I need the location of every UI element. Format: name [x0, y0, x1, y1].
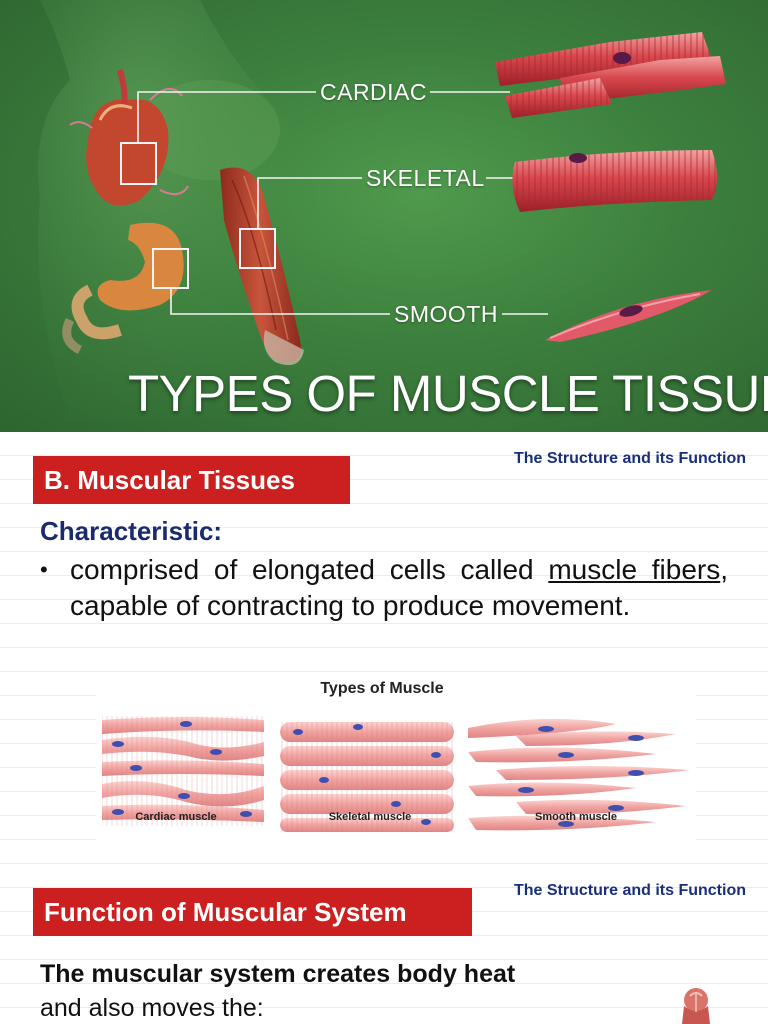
cardiac-muscle-cells [102, 716, 264, 826]
hero-banner: CARDIAC SKELETAL SMOOTH TYPES OF MUSCLE … [0, 0, 768, 432]
section-title: B. Muscular Tissues [44, 464, 295, 495]
figure-title: Types of Muscle [320, 680, 444, 697]
smooth-leader-line [170, 288, 390, 315]
body-silhouette [38, 0, 297, 420]
skeletal-muscle-cells [280, 722, 454, 832]
section-title: Function of Muscular System [44, 896, 407, 927]
shoulder-shape [140, 80, 280, 180]
muscle-fibers-term: muscle fibers [548, 554, 721, 585]
skeletal-leader-line [257, 177, 362, 229]
muscle-types-illustration [38, 0, 726, 420]
heart-icon [69, 69, 189, 206]
bullet-text-part2: , capable of contracting to produce move… [70, 554, 728, 621]
bullet-dot-icon: • [40, 557, 48, 582]
types-of-muscle-figure: Types of Muscle [96, 672, 696, 847]
slide-muscular-tissues: The Structure and its Function B. Muscul… [0, 432, 768, 864]
cardiac-leader-line [137, 91, 316, 143]
corner-note: The Structure and its Function [513, 882, 746, 899]
muscle-body-thumbnail-icon [682, 988, 710, 1024]
cardiac-label: CARDIAC [320, 79, 428, 105]
bullet-text: comprised of elongated cells called musc… [70, 552, 728, 624]
hero-title: TYPES OF MUSCLE TISSUE [128, 365, 768, 422]
characteristic-bullet: • comprised of elongated cells called mu… [40, 552, 728, 624]
moves-statement: and also moves the: [40, 994, 264, 1022]
section-title-box: Function of Muscular System [33, 888, 472, 936]
characteristic-heading: Characteristic: [40, 516, 223, 546]
caption-skeletal: Skeletal muscle [328, 811, 412, 823]
muscle-cells-illustration [102, 716, 690, 832]
caption-smooth: Smooth muscle [535, 811, 617, 823]
section-title-box: B. Muscular Tissues [33, 456, 350, 504]
bullet-text-part1: comprised of elongated cells called [70, 554, 549, 585]
smooth-label: SMOOTH [394, 301, 498, 327]
skeletal-label: SKELETAL [366, 165, 485, 191]
smooth-fiber-icon [545, 290, 712, 342]
body-heat-statement: The muscular system creates body heat [40, 960, 516, 988]
corner-note: The Structure and its Function [513, 450, 746, 467]
cardiac-fiber-icon [495, 32, 726, 118]
slide-function-muscular-system: The Structure and its Function Function … [0, 864, 768, 1024]
caption-cardiac: Cardiac muscle [135, 811, 217, 823]
skeletal-fiber-icon [512, 150, 717, 212]
smooth-muscle-cells [468, 718, 690, 831]
